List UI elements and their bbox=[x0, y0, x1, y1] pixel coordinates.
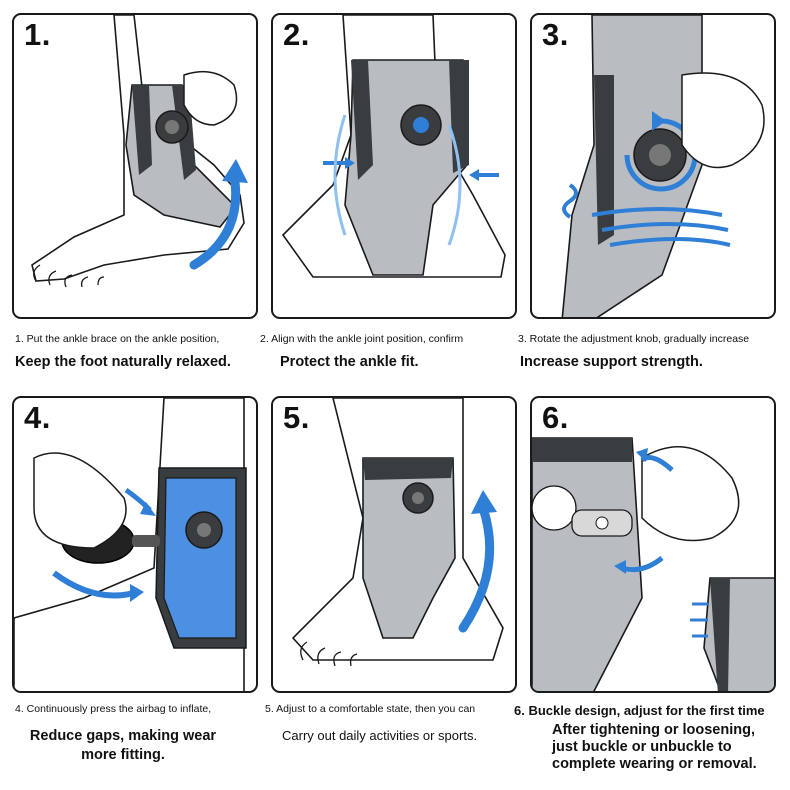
step-2-detail: Protect the ankle fit. bbox=[280, 354, 419, 370]
step-2-panel: 2. bbox=[271, 13, 517, 319]
step-5-panel: 5. bbox=[271, 396, 517, 693]
step-1-detail: Keep the foot naturally relaxed. bbox=[15, 354, 231, 370]
step-2-number: 2. bbox=[283, 17, 310, 52]
step-4-illustration bbox=[14, 398, 247, 691]
step-3-illustration bbox=[561, 15, 765, 317]
step-1-illustration bbox=[31, 15, 248, 288]
step-4-panel: 4. bbox=[12, 396, 258, 693]
step-6-detail-line-1: After tightening or loosening, bbox=[552, 722, 755, 738]
step-1-caption: 1. Put the ankle brace on the ankle posi… bbox=[15, 333, 220, 345]
step-6-illustration bbox=[532, 437, 774, 691]
step-1-panel: 1. bbox=[12, 13, 258, 319]
step-6-detail: After tightening or loosening, just buck… bbox=[552, 722, 757, 773]
step-2-caption: 2. Align with the ankle joint position, … bbox=[260, 333, 464, 345]
step-4-caption: 4. Continuously press the airbag to infl… bbox=[15, 703, 212, 715]
step-3-number: 3. bbox=[542, 17, 569, 52]
step-4-detail-line-1: Reduce gaps, making wear bbox=[29, 728, 217, 744]
step-6-caption: 6. Buckle design, adjust for the first t… bbox=[514, 703, 765, 718]
step-6-detail-line-3: complete wearing or removal. bbox=[552, 756, 757, 772]
step-3-caption: 3. Rotate the adjustment knob, gradually… bbox=[518, 333, 750, 345]
step-3-panel: 3. bbox=[530, 13, 776, 319]
step-4-detail-line-2: more fitting. bbox=[81, 747, 165, 763]
step-4-number: 4. bbox=[24, 400, 51, 435]
step-6-panel: 6. bbox=[530, 396, 776, 693]
step-5-number: 5. bbox=[283, 400, 310, 435]
step-6-number: 6. bbox=[542, 400, 569, 435]
step-5-caption: 5. Adjust to a comfortable state, then y… bbox=[265, 703, 476, 715]
step-6-detail-line-2: just buckle or unbuckle to bbox=[552, 739, 732, 755]
step-4-detail: Reduce gaps, making wear more fitting. bbox=[12, 727, 234, 765]
step-2-illustration bbox=[281, 15, 506, 278]
step-3-detail: Increase support strength. bbox=[520, 354, 703, 370]
step-5-illustration bbox=[291, 398, 504, 667]
step-5-detail: Carry out daily activities or sports. bbox=[282, 728, 478, 743]
buckle-icon bbox=[571, 509, 633, 537]
step-1-number: 1. bbox=[24, 17, 51, 52]
